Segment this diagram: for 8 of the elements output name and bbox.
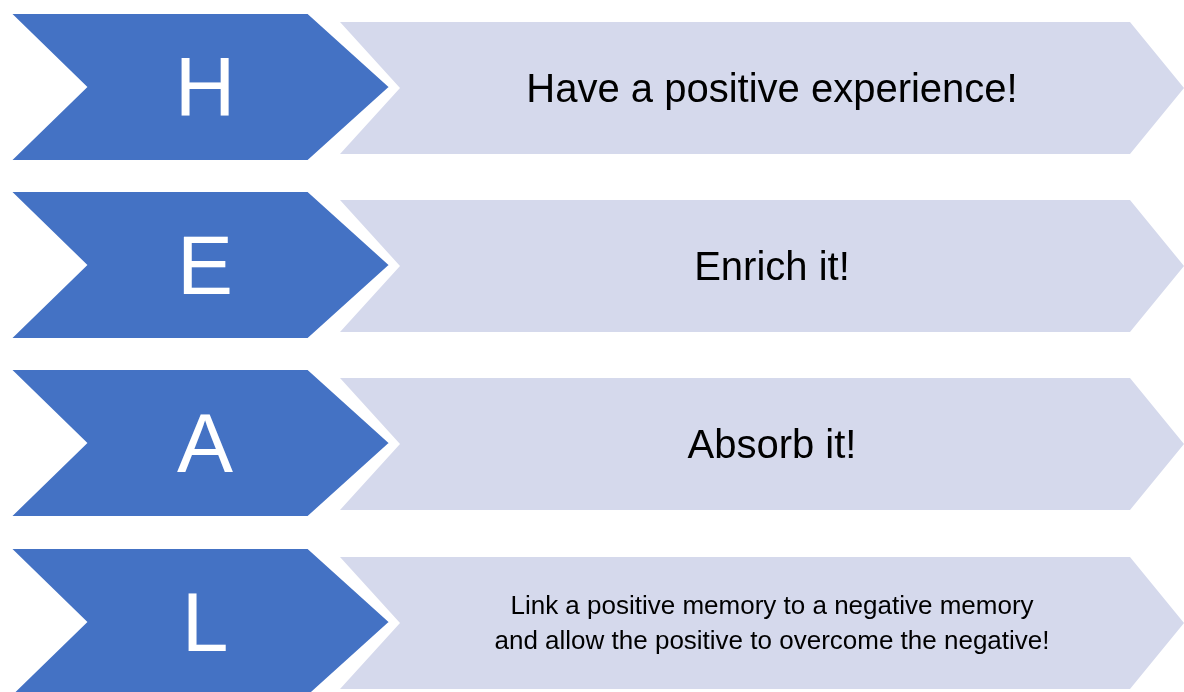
step-letter: L: [181, 580, 229, 664]
step-description: Absorb it!: [687, 421, 857, 468]
step-letter: E: [177, 223, 233, 307]
step-description: Link a positive memory to a negative memory and allow the positive to overcome the negative!: [493, 588, 1051, 657]
step-description: Enrich it!: [694, 243, 850, 290]
step-letter: A: [177, 401, 233, 485]
step-description: Have a positive experience!: [526, 65, 1018, 112]
step-letter: H: [174, 45, 236, 129]
